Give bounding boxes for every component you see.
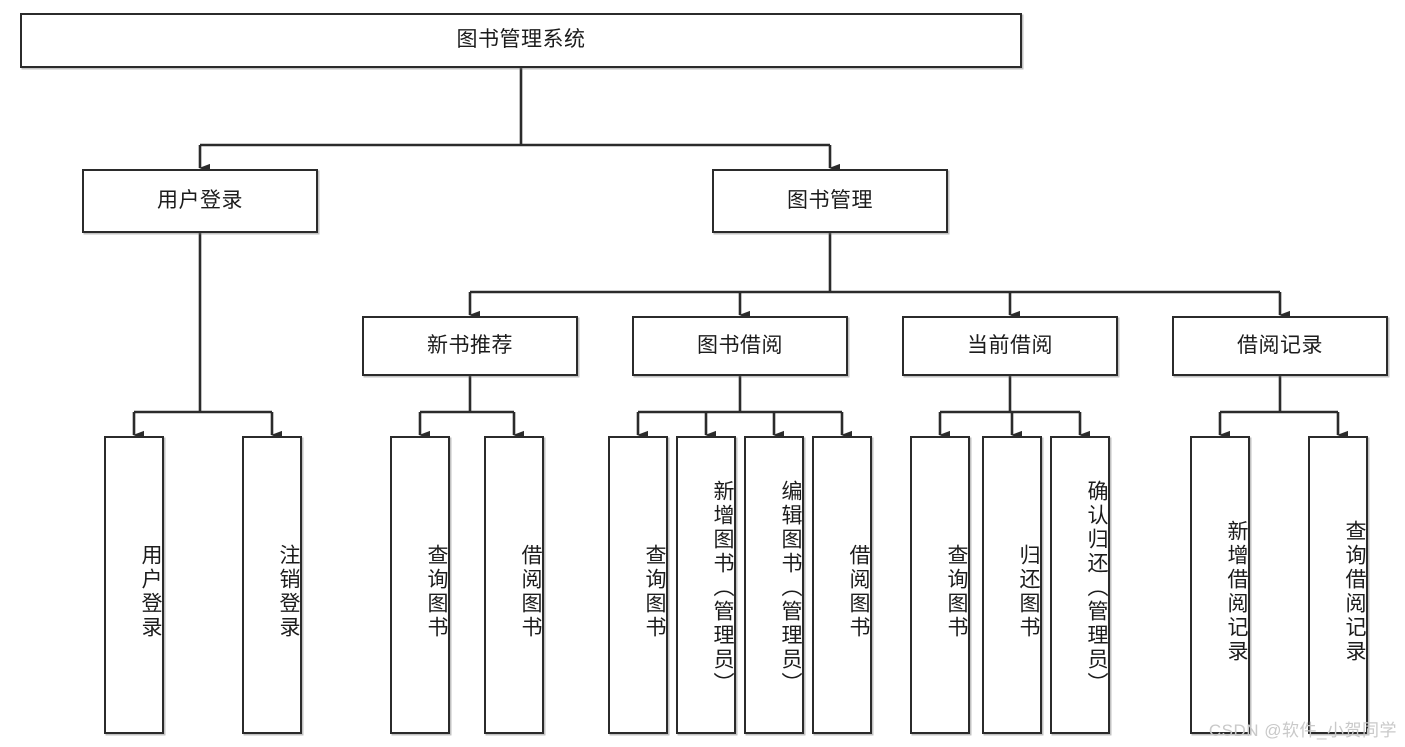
node-root[interactable]: 图书管理系统 (20, 13, 1022, 68)
node-borrow-record[interactable]: 借阅记录 (1172, 316, 1388, 376)
leaf-confirm-return-label: 确认归还（管理员） (1085, 480, 1108, 696)
leaf-query-book-1[interactable]: 查询图书 (390, 436, 450, 734)
leaf-borrow-book-2[interactable]: 借阅图书 (812, 436, 872, 734)
node-book-manage[interactable]: 图书管理 (712, 169, 948, 233)
leaf-add-record[interactable]: 新增借阅记录 (1190, 436, 1250, 734)
node-user-login[interactable]: 用户登录 (82, 169, 318, 233)
leaf-query-book-2-label: 查询图书 (643, 544, 666, 640)
node-book-manage-label: 图书管理 (787, 188, 873, 212)
leaf-return-book[interactable]: 归还图书 (982, 436, 1042, 734)
leaf-logout-label: 注销登录 (277, 544, 300, 640)
node-borrow-record-label: 借阅记录 (1237, 333, 1323, 357)
leaf-query-book-2[interactable]: 查询图书 (608, 436, 668, 734)
leaf-add-book-label: 新增图书（管理员） (711, 480, 734, 696)
leaf-query-book-3[interactable]: 查询图书 (910, 436, 970, 734)
leaf-edit-book[interactable]: 编辑图书（管理员） (744, 436, 804, 734)
leaf-borrow-book-1[interactable]: 借阅图书 (484, 436, 544, 734)
leaf-return-book-label: 归还图书 (1017, 544, 1040, 640)
leaf-query-book-3-label: 查询图书 (945, 544, 968, 640)
leaf-query-book-1-label: 查询图书 (425, 544, 448, 640)
csdn-watermark: CSDN @软件_小贺同学 (1208, 721, 1397, 740)
leaf-borrow-book-2-label: 借阅图书 (847, 544, 870, 640)
node-current-borrow-label: 当前借阅 (967, 333, 1053, 357)
node-new-book-recommend-label: 新书推荐 (427, 333, 513, 357)
leaf-query-record[interactable]: 查询借阅记录 (1308, 436, 1368, 734)
leaf-logout[interactable]: 注销登录 (242, 436, 302, 734)
node-book-borrow-label: 图书借阅 (697, 333, 783, 357)
node-new-book-recommend[interactable]: 新书推荐 (362, 316, 578, 376)
leaf-query-record-label: 查询借阅记录 (1343, 520, 1366, 664)
leaf-add-book[interactable]: 新增图书（管理员） (676, 436, 736, 734)
leaf-user-login[interactable]: 用户登录 (104, 436, 164, 734)
leaf-edit-book-label: 编辑图书（管理员） (779, 480, 802, 696)
node-root-label: 图书管理系统 (456, 28, 586, 52)
leaf-user-login-label: 用户登录 (139, 544, 162, 640)
leaf-borrow-book-1-label: 借阅图书 (519, 544, 542, 640)
node-user-login-label: 用户登录 (157, 188, 243, 212)
node-current-borrow[interactable]: 当前借阅 (902, 316, 1118, 376)
node-book-borrow[interactable]: 图书借阅 (632, 316, 848, 376)
leaf-add-record-label: 新增借阅记录 (1225, 520, 1248, 664)
leaf-confirm-return[interactable]: 确认归还（管理员） (1050, 436, 1110, 734)
